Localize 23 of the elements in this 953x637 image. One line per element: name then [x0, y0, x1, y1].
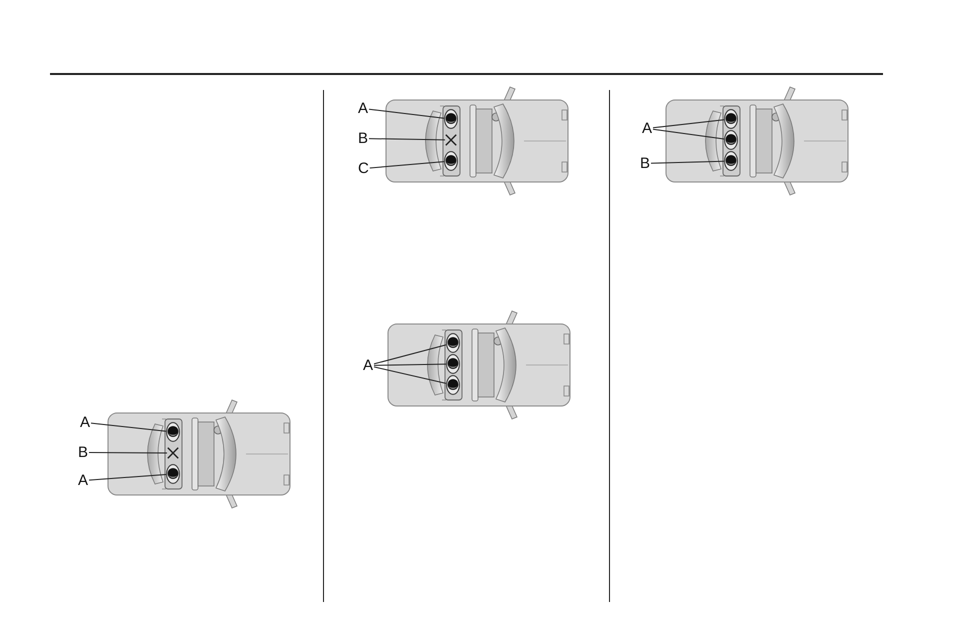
leader-line	[652, 119, 724, 128]
leader-line	[650, 160, 724, 164]
callout-letter: A	[78, 473, 88, 488]
cross-mark-icon	[167, 447, 179, 459]
leader-line	[374, 364, 446, 366]
callout-letter: C	[358, 161, 369, 176]
leader-line	[88, 474, 166, 481]
leader-line	[368, 108, 444, 119]
callout-letter: A	[642, 121, 652, 136]
leader-line	[90, 422, 166, 432]
callout-letter: A	[358, 101, 368, 116]
callout-letter: B	[78, 445, 88, 460]
leader-line	[374, 366, 446, 384]
leader-line	[369, 161, 444, 168]
leader-line	[88, 452, 168, 454]
leader-line	[374, 344, 446, 364]
leader-line	[652, 128, 724, 140]
cross-mark-icon	[445, 134, 457, 146]
leader-line	[368, 138, 446, 140]
callout-letter: B	[358, 131, 368, 146]
callout-letter: A	[80, 415, 90, 430]
callout-letter: B	[640, 156, 650, 171]
callout-letter: A	[363, 358, 374, 373]
